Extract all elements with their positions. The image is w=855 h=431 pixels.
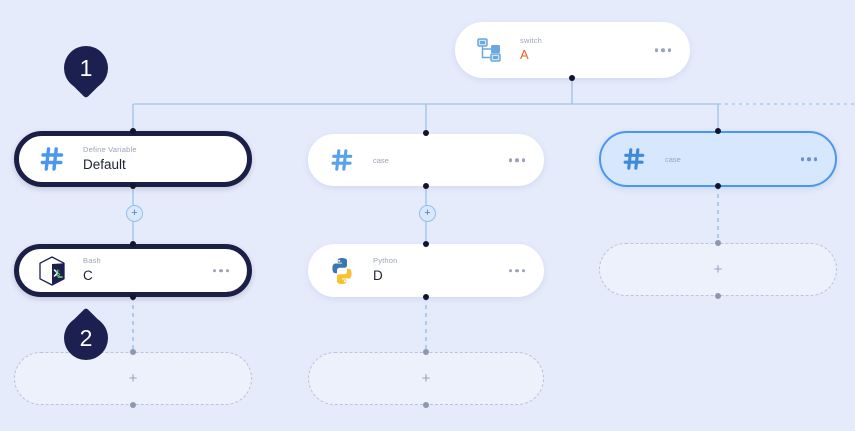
node-bash[interactable]: $ Bash C (14, 244, 252, 297)
port-define-variable-out (130, 183, 136, 189)
svg-text:$: $ (55, 269, 60, 279)
more-options-icon-switch[interactable] (654, 48, 671, 52)
plus-icon-edge-middle: + (424, 207, 431, 219)
port-bash-out (130, 294, 136, 300)
port-placeholder-left-in (130, 349, 136, 355)
more-options-icon-python[interactable] (508, 268, 525, 273)
port-case-middle-out (423, 183, 429, 189)
step-marker-1: 1 (64, 46, 108, 104)
python-icon (325, 254, 359, 288)
marker-1-bubble (64, 46, 108, 90)
python-label: Python (373, 256, 398, 266)
add-node-placeholder-right[interactable]: + (599, 243, 837, 296)
port-placeholder-right-in (715, 240, 721, 246)
switch-value: A (520, 46, 529, 62)
node-define-variable[interactable]: Define Variable Default (14, 131, 252, 187)
bash-terminal-icon: $ (35, 254, 69, 288)
more-options-icon-case-right[interactable] (800, 157, 817, 161)
marker-2-bubble (64, 316, 108, 360)
case-right-label: case (665, 154, 681, 164)
more-options-icon-case-middle[interactable] (508, 158, 525, 162)
plus-icon-placeholder-right: + (713, 261, 723, 278)
define-variable-value: Default (83, 156, 126, 172)
hash-icon-case-right (621, 146, 647, 172)
port-placeholder-middle-out (423, 402, 429, 408)
port-switch-out (569, 75, 575, 81)
add-node-on-edge-middle[interactable]: + (419, 205, 436, 222)
node-case-middle[interactable]: case (308, 134, 544, 186)
add-node-placeholder-middle[interactable]: + (308, 352, 544, 405)
port-case-middle-in (423, 130, 429, 136)
port-placeholder-left-out (130, 402, 136, 408)
switch-branch-icon (472, 33, 506, 67)
plus-icon-placeholder-middle: + (421, 370, 431, 387)
case-middle-label: case (373, 155, 389, 165)
marker-1-number: 1 (79, 55, 93, 81)
python-value: D (373, 268, 383, 284)
port-case-right-out (715, 183, 721, 189)
plus-icon-edge-left: + (131, 207, 138, 219)
hash-icon-define-variable (35, 142, 69, 176)
bash-value: C (83, 268, 93, 284)
port-placeholder-right-out (715, 293, 721, 299)
port-case-right-in (715, 128, 721, 134)
plus-icon-placeholder-left: + (128, 370, 138, 387)
port-bash-in (130, 241, 136, 247)
node-python[interactable]: Python D (308, 244, 544, 297)
marker-2-number: 2 (79, 325, 93, 351)
node-switch[interactable]: switch A (455, 22, 690, 78)
add-node-placeholder-left[interactable]: + (14, 352, 252, 405)
port-placeholder-middle-in (423, 349, 429, 355)
port-python-out (423, 294, 429, 300)
hash-icon-case-middle (329, 147, 355, 173)
bash-label: Bash (83, 256, 101, 266)
add-node-on-edge-left[interactable]: + (126, 205, 143, 222)
step-marker-2: 2 (64, 302, 108, 360)
port-define-variable-in (130, 128, 136, 134)
more-options-icon-bash[interactable] (212, 268, 229, 273)
port-python-in (423, 241, 429, 247)
node-case-right[interactable]: case (599, 131, 837, 187)
define-variable-label: Define Variable (83, 144, 137, 154)
switch-label: switch (520, 36, 543, 46)
